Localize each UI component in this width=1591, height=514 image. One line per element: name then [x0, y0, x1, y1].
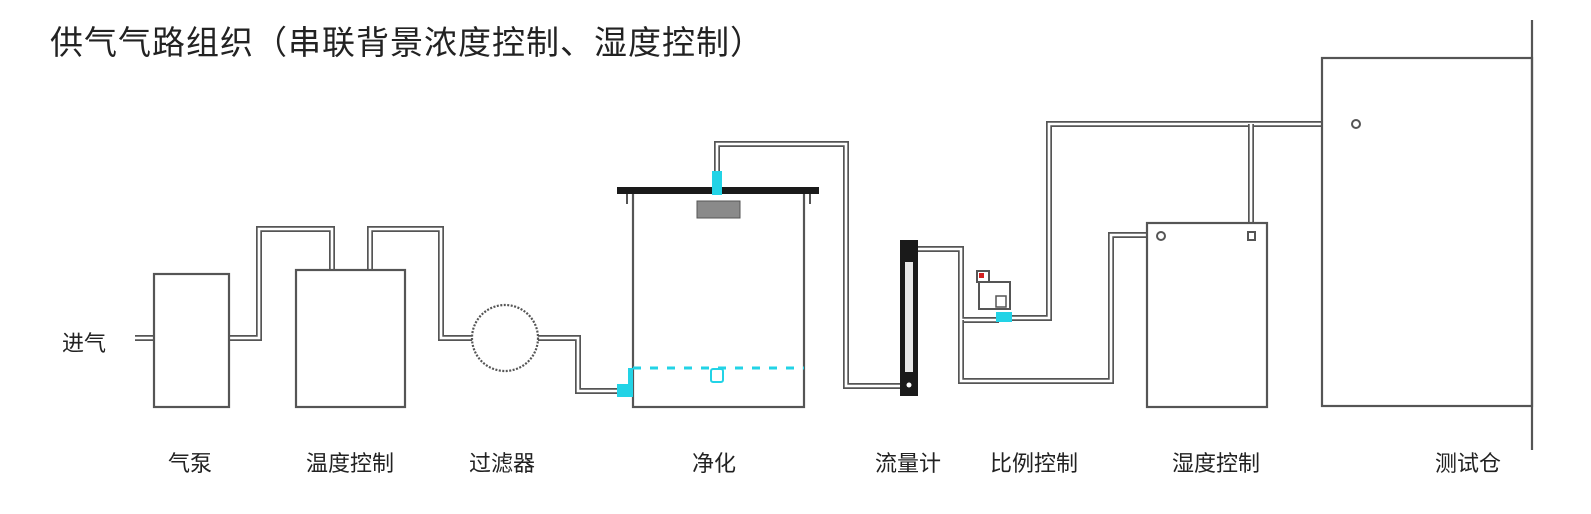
flowmeter-tube: [905, 262, 913, 372]
proportional-control-label: 比例控制: [989, 452, 1079, 477]
flowmeter: [900, 240, 918, 396]
diffuser-block: [696, 200, 741, 219]
bubbler-center: [710, 368, 724, 383]
valve-port: [995, 295, 1007, 308]
pipe-pump-to-temperature: [229, 226, 335, 341]
humidity-control-box: [1145, 221, 1269, 409]
pipe-proportional-to-chamber: [1011, 121, 1352, 321]
humidity-control: [1145, 221, 1269, 409]
pump-box: [152, 272, 231, 409]
humidity-control-label: 湿度控制: [1171, 452, 1261, 477]
purification-vessel: [617, 171, 819, 409]
pipe-bypass-to-humidity: [958, 232, 1160, 384]
test-chamber-box: [1320, 56, 1534, 408]
pipe-purification-to-flowmeter: [714, 141, 902, 389]
pump-label: 气泵: [167, 452, 213, 477]
proportional-control-valve: [976, 270, 1012, 322]
flowmeter-knob: [906, 382, 912, 388]
filter-circle: [470, 303, 540, 373]
valve-base: [996, 312, 1012, 322]
inlet-label: 进气: [62, 332, 107, 357]
humidity-inlet-port: [1156, 231, 1166, 241]
pipe-flowmeter-to-proportional: [917, 246, 999, 323]
humidity-outlet-port: [1247, 231, 1256, 241]
flowmeter-label: 流量计: [874, 452, 942, 477]
inlet-connector: [712, 171, 722, 195]
test-chamber: [1320, 20, 1534, 450]
valve-indicator: [979, 273, 984, 278]
page-title: 供气气路组织（串联背景浓度控制、湿度控制）: [50, 23, 764, 62]
temperature-control-label: 温度控制: [305, 452, 395, 477]
filter-label: 过滤器: [468, 452, 536, 477]
pipe-temperature-to-filter: [367, 226, 473, 341]
pipe-filter-to-purification: [538, 335, 619, 394]
purification-label: 净化: [691, 452, 737, 477]
temperature-control-box: [294, 268, 407, 409]
inlet-riser: [628, 368, 633, 397]
chamber-inlet-port: [1351, 119, 1361, 129]
test-chamber-label: 测试仓: [1434, 452, 1502, 477]
